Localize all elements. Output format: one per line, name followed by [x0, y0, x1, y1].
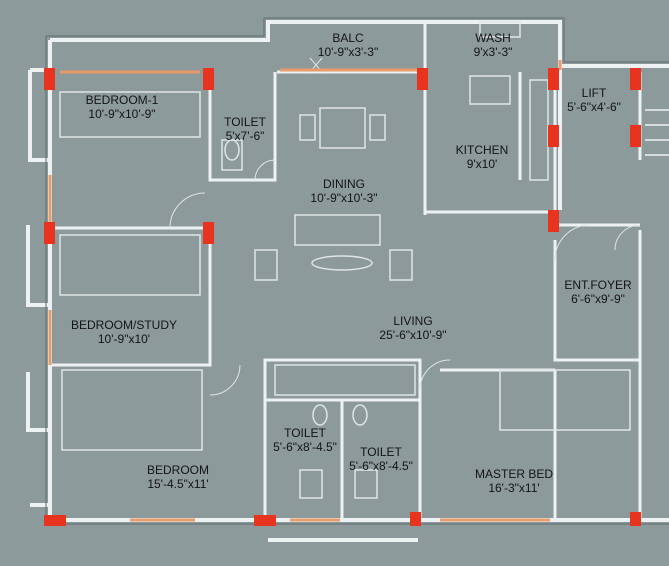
- columns: [44, 68, 641, 526]
- room-size: 25'-6"x10'-9": [379, 328, 447, 342]
- room-label-bedroom-study: BEDROOM/STUDY 10'-9"x10': [71, 318, 177, 346]
- wardrobes: [59, 91, 631, 451]
- room-name: LIFT: [581, 86, 607, 100]
- room-label-dining: DINING 10'-9"x10'-3": [310, 177, 377, 205]
- room-name: BEDROOM: [146, 463, 210, 477]
- stair-lines: [645, 109, 669, 156]
- room-name: TOILET: [224, 115, 266, 129]
- room-label-toilet-1: TOILET 5'x7'-6": [224, 115, 266, 143]
- room-size: 6'-6"x9'-9": [571, 292, 625, 306]
- room-label-lift: LIFT 5'-6"x4'-6": [567, 86, 621, 114]
- toilet-fixtures: [221, 139, 378, 499]
- room-name: TOILET: [360, 445, 402, 459]
- room-name: MASTER BED: [474, 467, 554, 481]
- room-name: ENT.FOYER: [564, 278, 632, 292]
- room-name: KITCHEN: [455, 143, 509, 157]
- room-size: 5'x7'-6": [225, 129, 265, 143]
- room-size: 10'-9"x10'-3": [310, 191, 378, 205]
- room-label-toilet-3: TOILET 5'-6"x8'-4.5": [349, 445, 413, 473]
- room-size: 9'x10': [466, 157, 498, 171]
- room-label-living: LIVING 25'-6"x10'-9": [379, 314, 446, 342]
- room-label-toilet-2: TOILET 5'-6"x8'-4.5": [273, 426, 337, 454]
- room-name: BEDROOM-1: [85, 93, 159, 107]
- room-size: 5'-6"x4'-6": [567, 100, 621, 114]
- room-size: 10'-9"x10'-9": [88, 107, 156, 121]
- room-label-balc: BALC 10'-9"x3'-3": [318, 31, 378, 59]
- room-name: BEDROOM/STUDY: [70, 318, 178, 332]
- room-name: BALC: [332, 31, 364, 45]
- room-size: 10'-9"x10': [97, 332, 151, 346]
- room-label-kitchen: KITCHEN 9'x10': [456, 143, 509, 171]
- room-name: WASH: [475, 31, 511, 45]
- room-label-bedroom: BEDROOM 15'-4.5"x11': [147, 463, 209, 491]
- room-size: 16'-3"x11': [488, 481, 540, 495]
- room-name: TOILET: [284, 426, 326, 440]
- room-name: LIVING: [393, 314, 433, 328]
- room-size: 5'-6"x8'-4.5": [349, 459, 413, 473]
- dining-set: [254, 107, 413, 281]
- windows: [48, 60, 562, 522]
- room-size: 9'x3'-3": [473, 45, 513, 59]
- room-name: DINING: [322, 177, 365, 191]
- room-label-bedroom-1: BEDROOM-1 10'-9"x10'-9": [86, 93, 159, 121]
- room-size: 15'-4.5"x11': [147, 477, 209, 491]
- room-label-wash: WASH 9'x3'-3": [474, 31, 513, 59]
- room-label-master-bed: MASTER BED 16'-3"x11': [475, 467, 553, 495]
- room-size: 5'-6"x8'-4.5": [273, 440, 337, 454]
- room-size: 10'-9"x3'-3": [317, 45, 379, 59]
- room-label-foyer: ENT.FOYER 6'-6"x9'-9": [564, 278, 631, 306]
